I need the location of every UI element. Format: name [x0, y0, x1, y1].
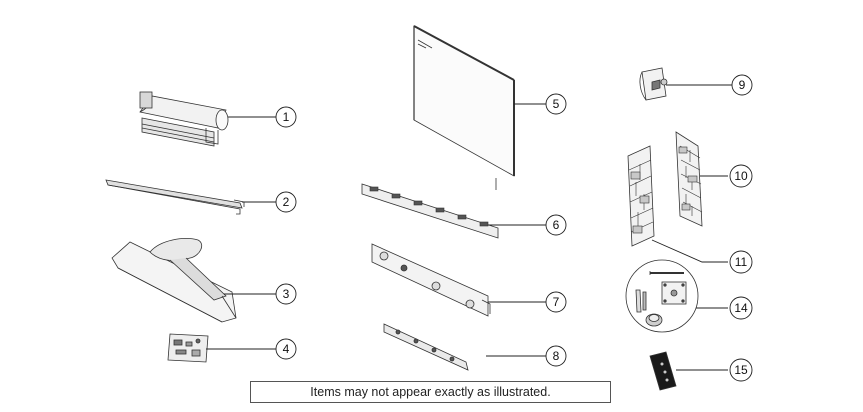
svg-text:6: 6: [553, 218, 560, 232]
callout-5: 5: [545, 93, 567, 115]
svg-text:11: 11: [735, 255, 748, 269]
callout-7: 7: [545, 291, 567, 313]
callout-3: 3: [275, 283, 297, 305]
hardware-kit-icon: [625, 259, 699, 333]
brick-panel-right-icon: [675, 131, 703, 227]
callout-11: 11: [729, 250, 753, 274]
callout-6: 6: [545, 214, 567, 236]
callout-9: 9: [731, 74, 753, 96]
callout-markers: 1 2 3 4 5 6 7 8: [275, 74, 753, 382]
svg-text:1: 1: [283, 110, 290, 124]
bottom-rail-icon: [105, 179, 245, 215]
burner-bracket-icon: [371, 243, 491, 317]
stand-icon: [111, 238, 237, 323]
glass-panel-icon: [413, 25, 515, 190]
led-strip-icon: [361, 183, 499, 239]
illustration-disclaimer: Items may not appear exactly as illustra…: [250, 381, 611, 403]
svg-text:5: 5: [553, 97, 560, 111]
svg-text:10: 10: [734, 169, 748, 183]
callout-1: 1: [275, 106, 297, 128]
callout-15: 15: [729, 358, 753, 382]
callout-14: 14: [729, 296, 753, 320]
control-board-icon: [167, 333, 209, 363]
svg-text:7: 7: [553, 295, 560, 309]
svg-text:15: 15: [734, 363, 748, 377]
svg-text:14: 14: [734, 301, 748, 315]
receiver-box-icon: [639, 67, 668, 101]
svg-text:9: 9: [739, 78, 746, 92]
svg-text:8: 8: [553, 349, 560, 363]
callout-4: 4: [275, 338, 297, 360]
callout-2: 2: [275, 191, 297, 213]
brick-panel-left-icon: [627, 145, 655, 247]
callout-8: 8: [545, 345, 567, 367]
leader-lines: [206, 84, 732, 371]
remote-control-icon: [649, 351, 677, 391]
svg-text:2: 2: [283, 195, 290, 209]
motor-roller-icon: [139, 91, 229, 147]
svg-text:3: 3: [283, 287, 290, 301]
callout-10: 10: [729, 164, 753, 188]
light-strip-icon: [383, 323, 469, 371]
svg-text:4: 4: [283, 342, 290, 356]
